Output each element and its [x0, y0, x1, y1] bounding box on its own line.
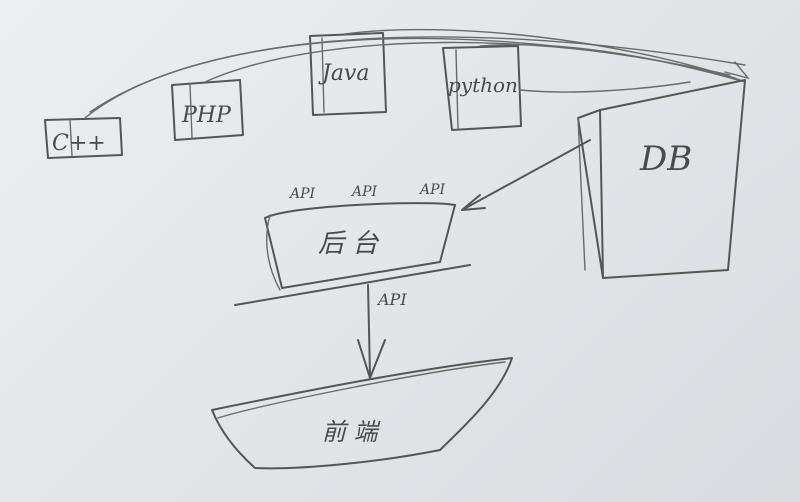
connector-arcs [84, 28, 750, 119]
language-label: Java [318, 61, 369, 86]
language-box-java: Java [309, 32, 387, 116]
link-label: API [376, 290, 407, 309]
language-box-cpp: C++ [44, 117, 123, 159]
db-label: DB [639, 139, 692, 179]
language-label: C++ [52, 131, 106, 156]
language-label: PHP [181, 103, 232, 128]
frontend-box: 前 端 [211, 357, 513, 470]
language-label: python [448, 73, 518, 97]
backend-box: API API API 后 台 [234, 182, 471, 306]
language-box-python: python [442, 45, 522, 131]
api-label: API [288, 186, 316, 202]
api-label: API [350, 184, 378, 200]
language-box-php: PHP [171, 79, 244, 141]
db-box: DB [577, 79, 746, 279]
backend-to-frontend-arrow: API [357, 284, 407, 379]
api-label: API [418, 182, 446, 198]
db-to-backend-arrow [461, 139, 591, 211]
frontend-title: 前 端 [322, 418, 381, 446]
backend-title: 后 台 [318, 229, 379, 259]
